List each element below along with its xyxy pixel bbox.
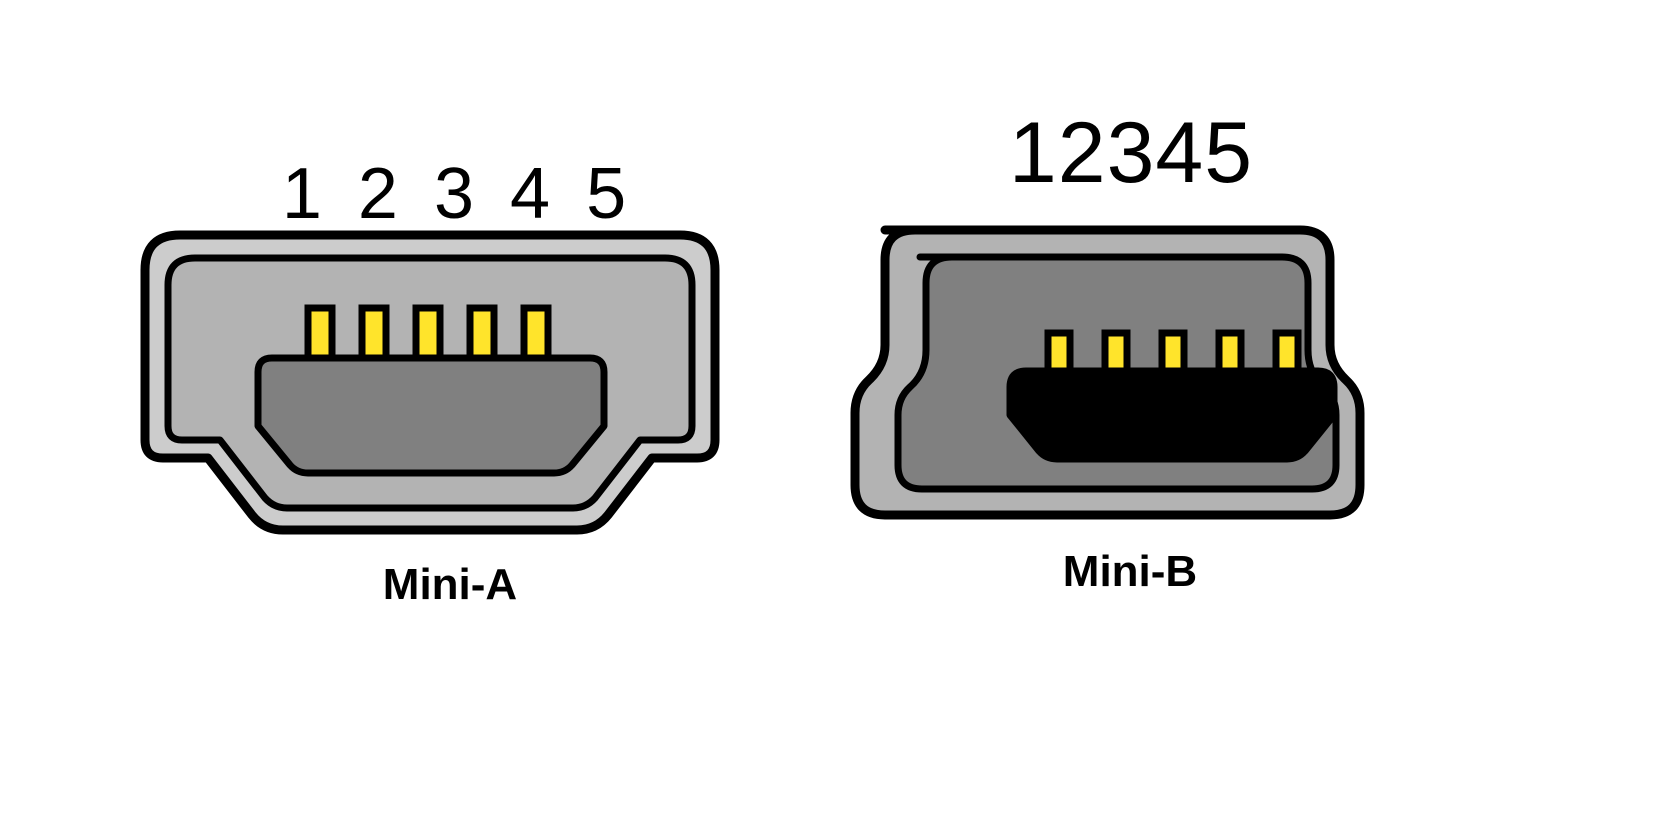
mini-a-pin-1 bbox=[304, 304, 336, 364]
connector-drawing-mini-a bbox=[140, 230, 720, 535]
connector-label-mini-b: Mini-B bbox=[1062, 547, 1198, 596]
connector-drawing-mini-b bbox=[850, 225, 1365, 520]
mini-a-pin-3 bbox=[412, 304, 444, 364]
connector-label-mini-a: Mini-A bbox=[382, 560, 518, 609]
mini-b-pin-3 bbox=[1158, 329, 1188, 375]
mini-b-pin-2 bbox=[1101, 329, 1131, 375]
pin-numbers-mini-a: 1 2 3 4 5 bbox=[281, 154, 635, 234]
mini-b-pin-5 bbox=[1272, 329, 1302, 375]
mini-b-pin-4 bbox=[1215, 329, 1245, 375]
mini-a-pin-2 bbox=[358, 304, 390, 364]
connector-figure-mini-b: 12345 Mini-B bbox=[830, 100, 1430, 620]
mini-a-pin-4 bbox=[466, 304, 498, 364]
connector-figure-mini-a: 1 2 3 4 5 Mini-A bbox=[140, 120, 760, 620]
pin-numbers-mini-b: 12345 bbox=[1008, 105, 1254, 201]
mini-a-pin-5 bbox=[520, 304, 552, 364]
mini-b-cavity bbox=[1006, 367, 1338, 463]
mini-b-pin-1 bbox=[1044, 329, 1074, 375]
mini-a-cavity bbox=[254, 354, 608, 477]
